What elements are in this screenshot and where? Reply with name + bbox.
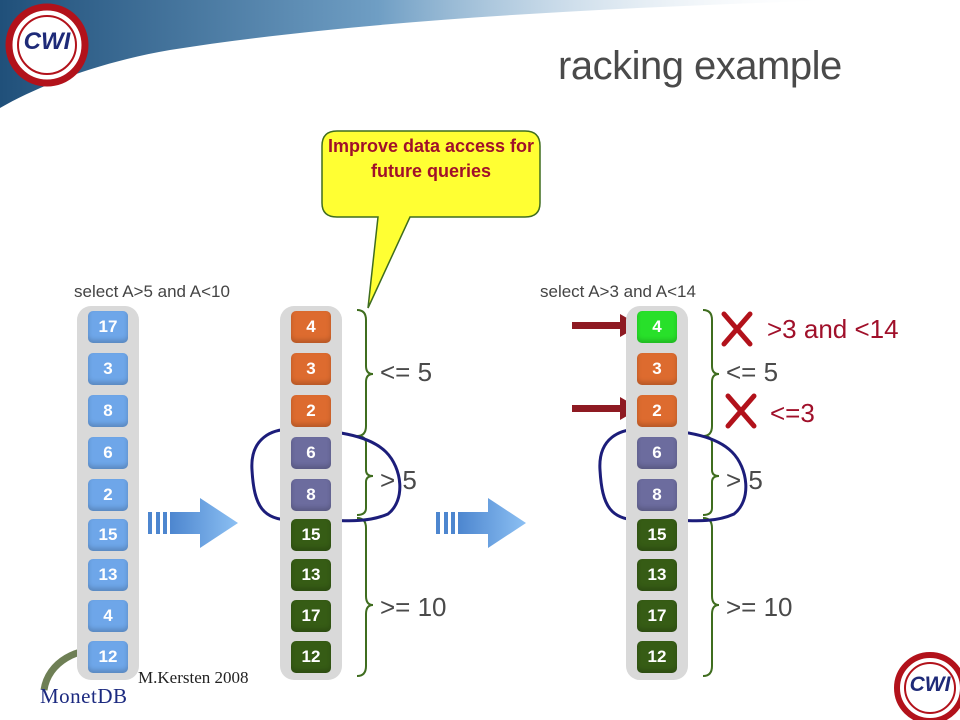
- cell-cracked1: 12: [291, 641, 331, 673]
- label-range: >3 and <14: [767, 314, 899, 344]
- label-le5-1: <= 5: [380, 357, 433, 387]
- cell-cracked1: 2: [291, 395, 331, 427]
- cell-original: 15: [88, 519, 128, 551]
- cell-original: 3: [88, 353, 128, 385]
- callout-bubble: [321, 130, 541, 309]
- cell-original: 4: [88, 600, 128, 632]
- cwi-logo-bottom-text: CWI: [909, 673, 951, 696]
- cell-original: 13: [88, 559, 128, 591]
- brace-ge10-1: [356, 517, 374, 677]
- cell-cracked2: 8: [637, 479, 677, 511]
- cell-cracked2: 17: [637, 600, 677, 632]
- cell-cracked2: 12: [637, 641, 677, 673]
- cell-cracked2: 2: [637, 395, 677, 427]
- cwi-logo-top: [5, 3, 89, 87]
- callout-text: Improve data access for future queries: [327, 136, 535, 181]
- header-swoosh: [0, 0, 840, 108]
- cell-cracked1: 4: [291, 311, 331, 343]
- cell-original: 6: [88, 437, 128, 469]
- cell-original: 17: [88, 311, 128, 343]
- cell-cracked1: 15: [291, 519, 331, 551]
- monetdb-logo-text: MonetDB: [40, 684, 128, 708]
- cell-cracked1: 3: [291, 353, 331, 385]
- x-mark-top: [721, 311, 753, 347]
- arrow-right-1: [148, 498, 238, 548]
- cell-original: 2: [88, 479, 128, 511]
- query-1: select A>5 and A<10: [74, 282, 230, 301]
- cell-cracked2: 3: [637, 353, 677, 385]
- query-2: select A>3 and A<14: [540, 282, 696, 301]
- cell-original: 8: [88, 395, 128, 427]
- label-ge10-2: >= 10: [726, 592, 793, 622]
- cell-cracked2: 4: [637, 311, 677, 343]
- cell-cracked1: 17: [291, 600, 331, 632]
- arrow-right-2: [436, 498, 526, 548]
- label-le3: <=3: [770, 398, 815, 428]
- cell-cracked2: 15: [637, 519, 677, 551]
- cell-original: 12: [88, 641, 128, 673]
- x-mark-bottom: [725, 393, 757, 429]
- author-credit: M.Kersten 2008: [138, 668, 249, 687]
- cell-cracked1: 13: [291, 559, 331, 591]
- brace-le5-1: [356, 309, 374, 437]
- brace-le5-2: [702, 309, 720, 437]
- cell-cracked2: 13: [637, 559, 677, 591]
- label-ge10-1: >= 10: [380, 592, 447, 622]
- cwi-logo-top-text: CWI: [23, 28, 71, 55]
- brace-gt5-2: [702, 435, 720, 516]
- label-gt5-1: > 5: [380, 465, 417, 495]
- cwi-logo-bottom: [894, 652, 960, 720]
- label-gt5-2: > 5: [726, 465, 763, 495]
- label-le5-2: <= 5: [726, 357, 779, 387]
- brace-gt5-1: [356, 435, 374, 516]
- cell-cracked1: 6: [291, 437, 331, 469]
- slide-title: racking example: [558, 44, 842, 88]
- brace-ge10-2: [702, 517, 720, 677]
- cell-cracked2: 6: [637, 437, 677, 469]
- cell-cracked1: 8: [291, 479, 331, 511]
